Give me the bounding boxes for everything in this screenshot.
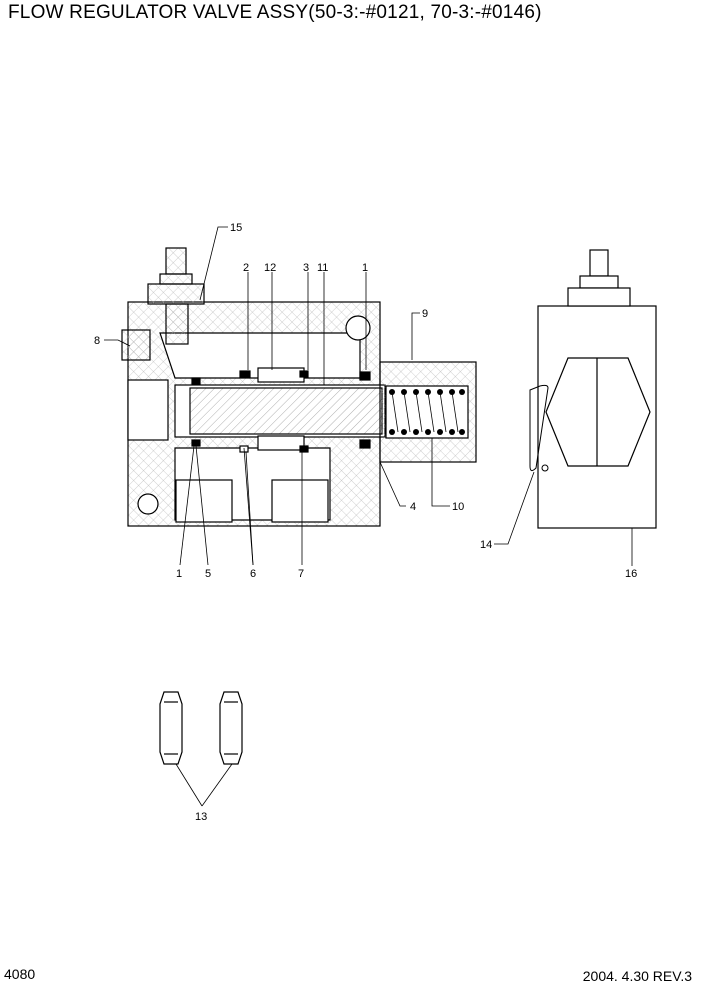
top-fitting: [147, 247, 205, 345]
callout-15: 15: [230, 222, 242, 234]
callout-5: 5: [205, 568, 211, 580]
page-number: 4080: [4, 966, 36, 982]
spring: [389, 389, 465, 435]
callout-1-bottom: 1: [176, 568, 182, 580]
callout-13: 13: [195, 811, 207, 823]
spring-cap: [379, 361, 477, 463]
callout-7: 7: [298, 568, 304, 580]
page-title: FLOW REGULATOR VALVE ASSY(50-3:-#0121, 7…: [8, 2, 542, 23]
callout-1-top: 1: [362, 262, 368, 274]
revision-date: 2004. 4.30 REV.3: [582, 968, 692, 984]
callout-12: 12: [264, 262, 276, 274]
callout-3: 3: [303, 262, 309, 274]
valve-side-view: [537, 249, 657, 529]
callout-16: 16: [625, 568, 637, 580]
callout-8: 8: [94, 335, 100, 347]
callout-6: 6: [250, 568, 256, 580]
leader-lines: [104, 226, 633, 807]
o-rings: [159, 691, 243, 765]
side-plug: [121, 329, 151, 361]
callout-4: 4: [410, 501, 416, 513]
retaining-clip: [529, 384, 549, 472]
callout-2: 2: [243, 262, 249, 274]
callout-10: 10: [452, 501, 464, 513]
callout-9: 9: [422, 308, 428, 320]
callout-14: 14: [480, 539, 492, 551]
callout-11: 11: [317, 262, 328, 274]
valve-body-section: [127, 301, 386, 527]
